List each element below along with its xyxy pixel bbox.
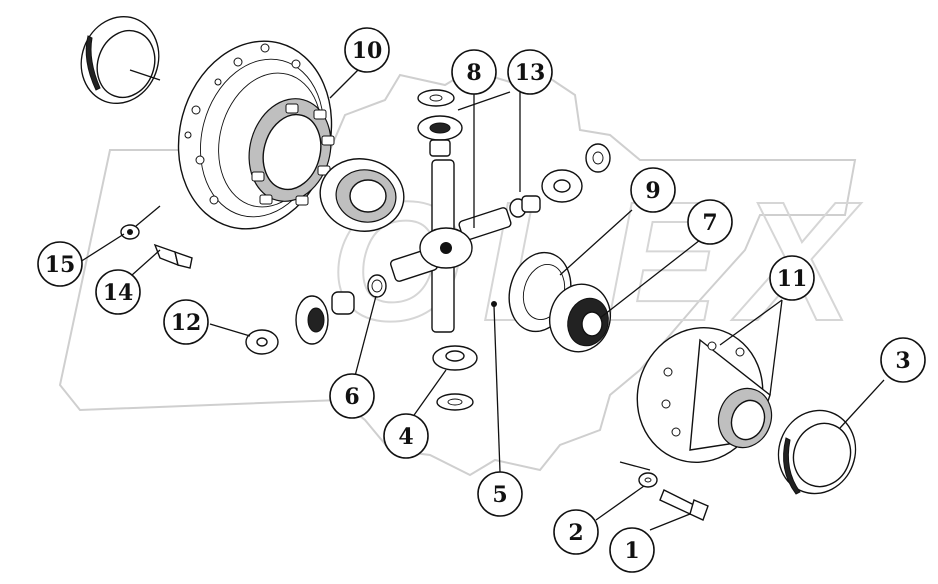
part-5-pin — [491, 301, 497, 307]
callout-11: 11 — [769, 255, 815, 301]
callout-10: 10 — [344, 27, 390, 73]
side-pinion-left — [295, 291, 355, 345]
part-13-right-stack — [509, 143, 611, 218]
svg-text:10: 10 — [352, 38, 383, 64]
part-14-bolt — [153, 243, 193, 269]
callout-12: 12 — [163, 299, 209, 345]
svg-text:4: 4 — [398, 424, 413, 450]
part-1-bolt — [619, 461, 709, 521]
part-6-ring — [367, 274, 387, 298]
callout-14: 14 — [95, 269, 141, 315]
svg-text:3: 3 — [895, 348, 910, 374]
svg-text:12: 12 — [171, 310, 202, 336]
top-pinion-stack — [417, 89, 463, 157]
svg-text:8: 8 — [466, 60, 481, 86]
callout-13: 13 — [507, 49, 553, 95]
bearing-cone — [319, 158, 405, 232]
svg-text:11: 11 — [777, 266, 808, 292]
part-12-washer — [245, 329, 279, 355]
part-15-seal — [80, 15, 161, 105]
part-11-diff-case — [636, 326, 773, 464]
callout-8: 8 — [451, 49, 497, 95]
callout-15: 15 — [37, 241, 83, 287]
callout-4: 4 — [383, 413, 429, 459]
svg-text:13: 13 — [515, 60, 546, 86]
svg-text:6: 6 — [344, 384, 359, 410]
svg-text:15: 15 — [45, 252, 76, 278]
svg-text:1: 1 — [624, 538, 639, 564]
svg-text:14: 14 — [103, 280, 134, 306]
leader-lines — [79, 67, 885, 531]
svg-text:5: 5 — [492, 482, 507, 508]
part-8-spider — [390, 159, 512, 333]
svg-text:7: 7 — [702, 210, 717, 236]
part-4-washer — [432, 345, 478, 411]
part-10-ring-gear — [177, 40, 335, 230]
part-2-washer — [638, 472, 658, 488]
svg-text:9: 9 — [645, 178, 660, 204]
svg-text:2: 2 — [568, 520, 583, 546]
callout-5: 5 — [477, 471, 523, 517]
part-7-side-gear — [549, 283, 611, 353]
callout-6: 6 — [329, 373, 375, 419]
callout-9: 9 — [630, 167, 676, 213]
callout-7: 7 — [687, 199, 733, 245]
part-15-washer — [120, 205, 161, 240]
part-3-seal — [777, 409, 857, 495]
callout-1: 1 — [609, 527, 655, 573]
callout-3: 3 — [880, 337, 926, 383]
callout-2: 2 — [553, 509, 599, 555]
